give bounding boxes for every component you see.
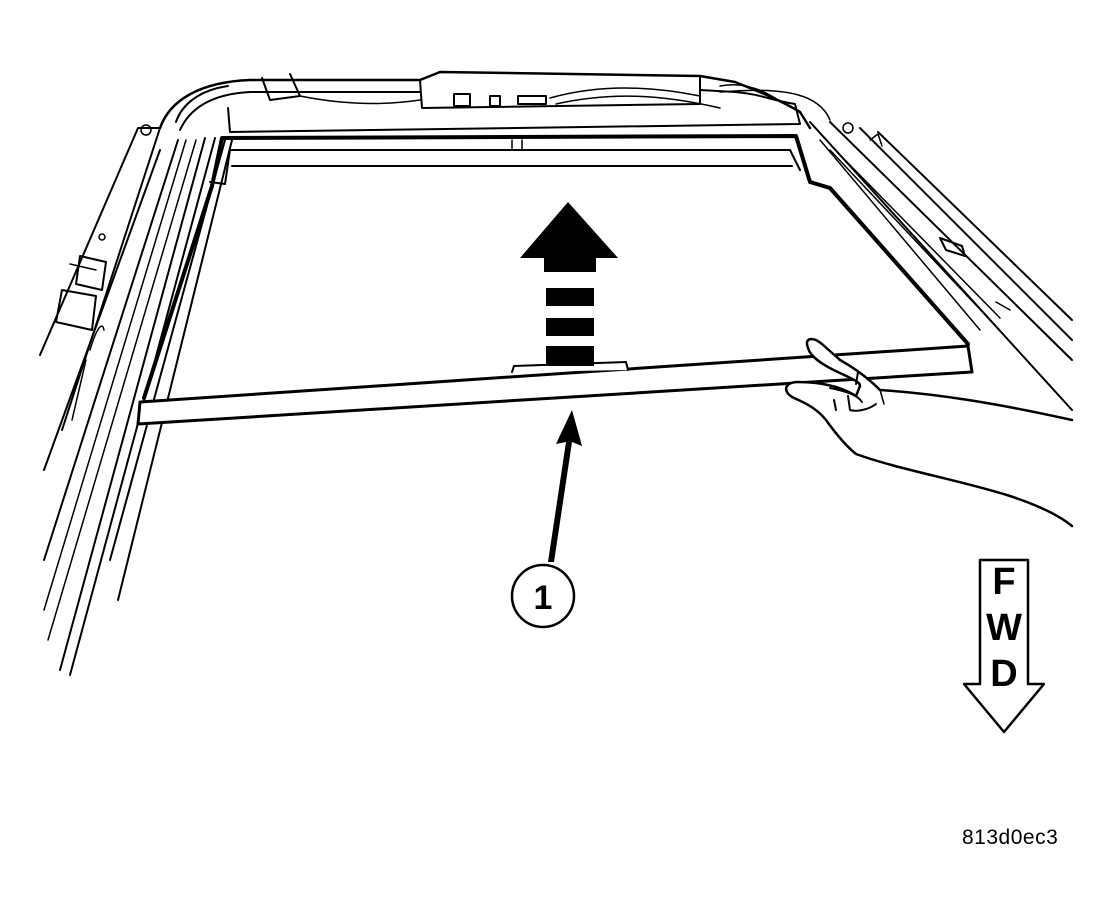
rear-housing <box>158 70 831 133</box>
fwd-letter-d: D <box>990 653 1017 695</box>
upward-direction-arrow <box>520 202 618 366</box>
figure-id: 813d0ec3 <box>962 826 1059 849</box>
forward-direction-indicator: F W D <box>962 558 1046 734</box>
callout-leader <box>548 410 582 562</box>
callout-number: 1 <box>534 579 553 617</box>
right-roof-rail <box>809 121 1073 411</box>
callout-1: 1 <box>510 563 576 629</box>
sunroof-opening <box>142 134 970 400</box>
hand <box>785 337 1074 528</box>
fwd-letter-w: W <box>986 607 1022 649</box>
fwd-letter-f: F <box>992 561 1015 603</box>
left-roof-rail <box>39 124 233 676</box>
